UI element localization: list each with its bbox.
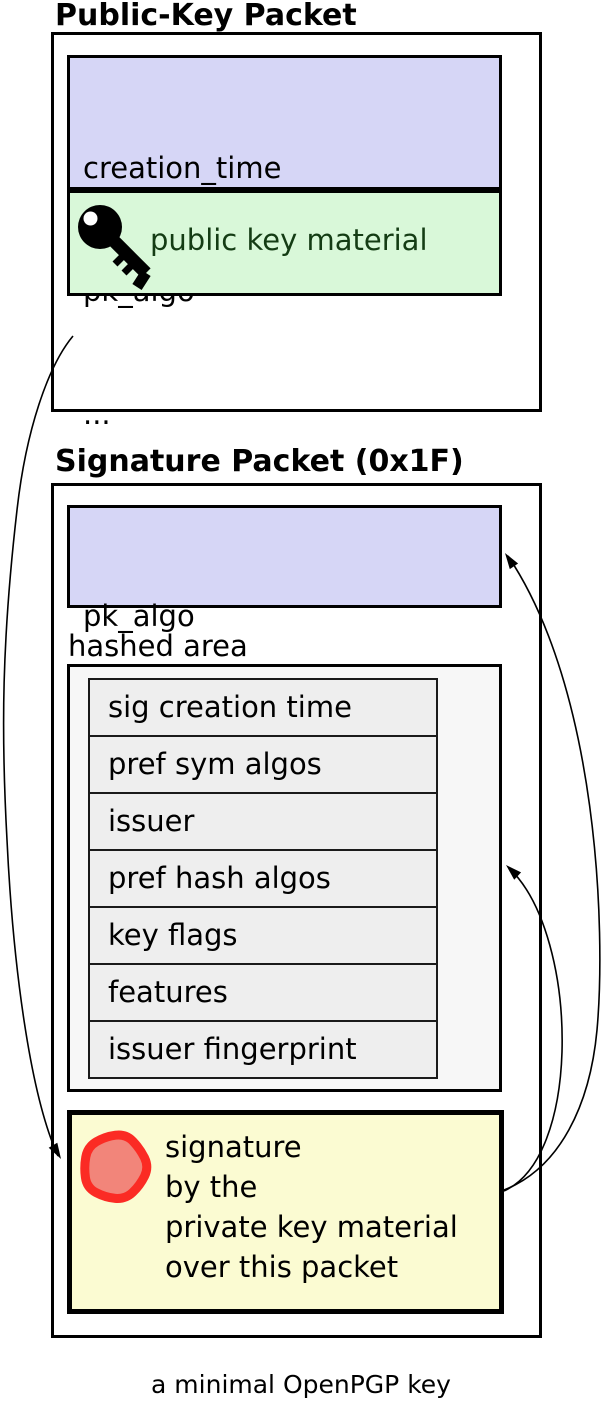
signature-line: private key material	[165, 1210, 458, 1244]
signature-line: signature	[165, 1130, 302, 1164]
hashed-area-label: hashed area	[68, 629, 248, 663]
table-row: issuer fingerprint	[90, 1022, 436, 1077]
public-key-fields-block: creation_time pk_algo ...	[67, 55, 502, 431]
public-key-material-label: public key material	[150, 223, 428, 257]
field-ellipsis: ...	[83, 397, 111, 431]
signature-line: over this packet	[165, 1250, 399, 1284]
public-key-packet-title: Public-Key Packet	[55, 0, 357, 33]
public-key-material-block: public key material	[67, 190, 502, 296]
field-creation-time: creation_time	[83, 151, 282, 185]
signature-line: by the	[165, 1170, 258, 1204]
table-row: features	[90, 965, 436, 1022]
diagram-caption: a minimal OpenPGP key	[151, 1370, 451, 1399]
field-pk-algo: pk_algo	[83, 599, 195, 633]
signature-fields-block: pk_algo hash_algo	[67, 505, 502, 753]
signature-value-block: signature by the private key material ov…	[67, 1110, 504, 1314]
table-row: issuer	[90, 794, 436, 851]
table-row: pref hash algos	[90, 851, 436, 908]
signature-packet-title: Signature Packet (0x1F)	[55, 444, 464, 479]
table-row: pref sym algos	[90, 737, 436, 794]
table-row: sig creation time	[90, 680, 436, 737]
table-row: key flags	[90, 908, 436, 965]
hashed-subpacket-table: sig creation time pref sym algos issuer …	[88, 678, 438, 1079]
